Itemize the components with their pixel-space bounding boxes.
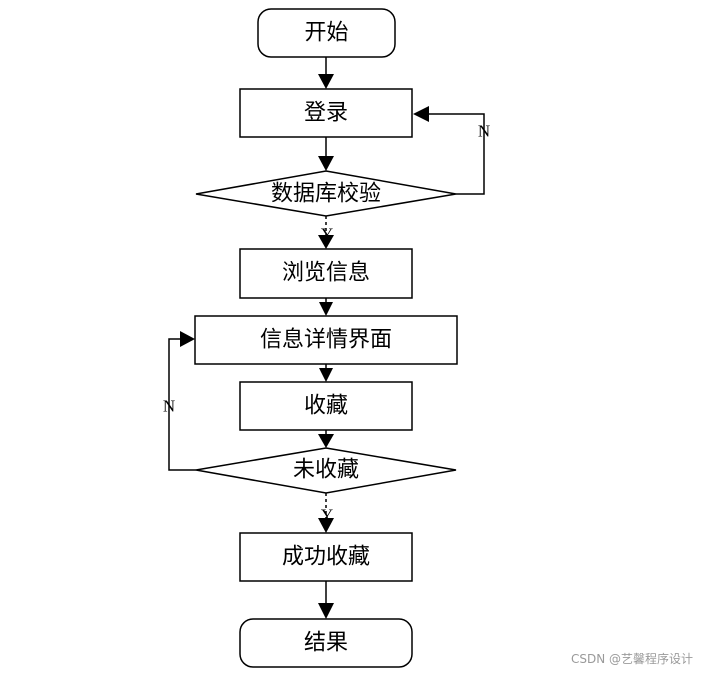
db-check-no-label: N (478, 122, 490, 141)
end-node (239, 618, 413, 668)
not-favorited-decision (195, 447, 457, 494)
db-check-decision (195, 170, 457, 217)
arrow-dbcheck-yes (318, 235, 334, 249)
edge-dbcheck-no-loop (428, 113, 485, 195)
favorite-label: 收藏 (304, 394, 348, 419)
arrow-detail-favorite (319, 368, 333, 382)
db-check-yes-label: Y (321, 225, 333, 244)
arrow-favorite-notfav (318, 434, 334, 448)
arrow-notfav-no-loop (180, 331, 195, 347)
login-label: 登录 (304, 101, 348, 126)
not-favorited-no-label: N (163, 397, 175, 416)
arrow-login-dbcheck (318, 156, 334, 171)
not-favorited-label: 未收藏 (293, 458, 359, 483)
arrow-start-login (318, 74, 334, 89)
edge-notfav-no-loop (168, 338, 196, 471)
favorite-success-label: 成功收藏 (282, 545, 370, 570)
browse-node (239, 248, 413, 299)
favorite-node (239, 381, 413, 431)
start-node (257, 8, 396, 58)
detail-node (194, 315, 458, 365)
browse-label: 浏览信息 (282, 261, 370, 286)
detail-label: 信息详情界面 (260, 328, 392, 353)
login-node (239, 88, 413, 138)
db-check-label: 数据库校验 (271, 182, 381, 207)
arrow-browse-detail (319, 302, 333, 316)
arrow-success-end (318, 603, 334, 619)
arrow-notfav-yes (318, 518, 334, 533)
arrow-dbcheck-no-loop (413, 106, 429, 122)
favorite-success-node (239, 532, 413, 582)
watermark: CSDN @艺馨程序设计 (570, 652, 693, 666)
end-label: 结果 (304, 631, 348, 656)
start-label: 开始 (304, 21, 348, 46)
not-favorited-yes-label: Y (321, 506, 333, 525)
